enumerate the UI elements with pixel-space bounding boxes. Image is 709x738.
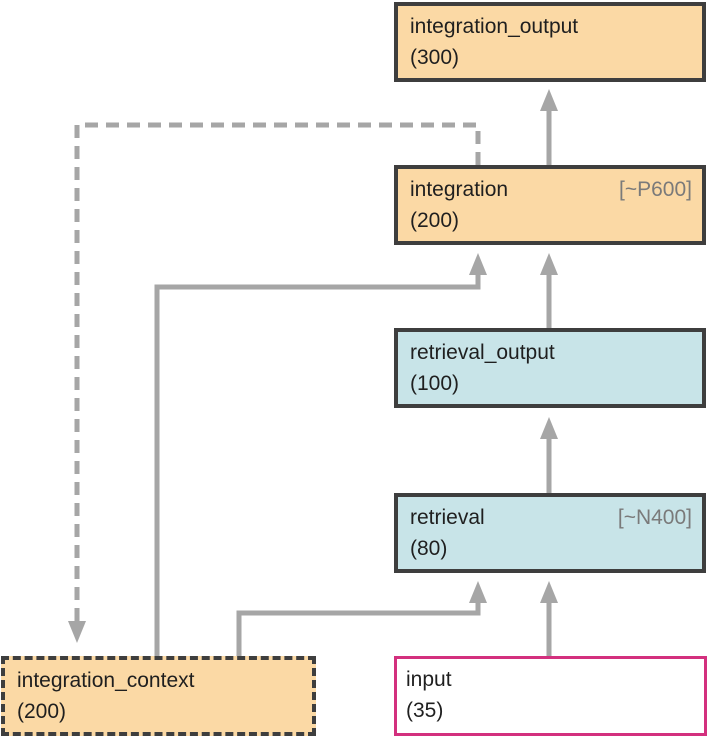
node-name: integration_context bbox=[17, 669, 195, 692]
node-size: (200) bbox=[17, 700, 67, 723]
arrow-integration-to-context-copy bbox=[68, 122, 481, 643]
node-name: input bbox=[406, 668, 452, 691]
node-retrieval: retrieval [~N400] (80) bbox=[394, 493, 706, 573]
node-size: (200) bbox=[410, 209, 460, 232]
arrow-context-to-integration bbox=[154, 253, 487, 656]
node-erp-tag: [~N400] bbox=[617, 506, 692, 529]
node-name: retrieval_output bbox=[410, 341, 555, 364]
node-name: integration bbox=[410, 178, 509, 201]
node-erp-tag: [~P600] bbox=[619, 178, 692, 201]
node-retrieval-output: retrieval_output (100) bbox=[394, 328, 706, 408]
node-name: integration_output bbox=[410, 15, 579, 38]
node-integration: integration [~P600] (200) bbox=[394, 165, 706, 245]
node-size: (35) bbox=[406, 699, 444, 722]
node-size: (80) bbox=[410, 537, 448, 560]
node-integration-context: integration_context (200) bbox=[1, 656, 316, 736]
node-size: (100) bbox=[410, 372, 460, 395]
node-input: input (35) bbox=[394, 656, 707, 736]
node-size: (300) bbox=[410, 46, 460, 69]
node-name: retrieval bbox=[410, 506, 485, 529]
node-integration-output: integration_output (300) bbox=[394, 2, 706, 82]
arrow-context-to-retrieval bbox=[236, 581, 487, 656]
